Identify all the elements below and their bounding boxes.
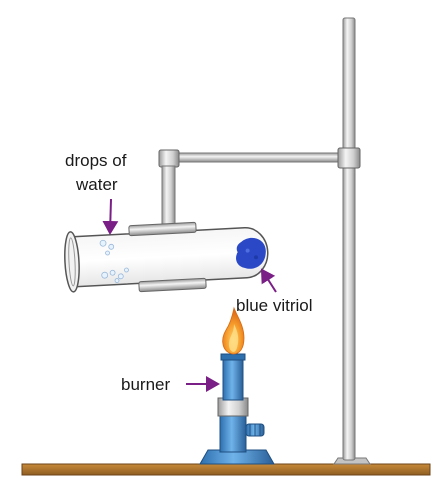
blue-vitriol-arrow [260, 268, 277, 293]
clamp-arm [171, 152, 349, 163]
label-burner: burner [121, 375, 170, 394]
water-drops [99, 239, 129, 283]
burner-collar [217, 397, 249, 417]
boss-head [337, 147, 361, 169]
burner-rim [220, 353, 246, 361]
table [21, 463, 431, 476]
clamp-post [161, 165, 176, 229]
label-drops-line2: water [75, 175, 118, 194]
stand-rod [342, 17, 356, 461]
label-blue-vitriol: blue vitriol [236, 296, 313, 315]
label-drops-line1: drops of [65, 151, 127, 170]
drops-arrow [102, 198, 119, 235]
bunsen-burner [199, 306, 275, 465]
clamp-jaw-bottom [138, 277, 207, 293]
burner-base [199, 449, 275, 465]
burner-tube [222, 357, 244, 401]
clamp-joint [158, 149, 180, 168]
burner-body [219, 413, 247, 453]
clamp-jaw-top [128, 221, 197, 237]
blue-vitriol-crystals [236, 237, 266, 269]
test-tube [64, 227, 269, 293]
